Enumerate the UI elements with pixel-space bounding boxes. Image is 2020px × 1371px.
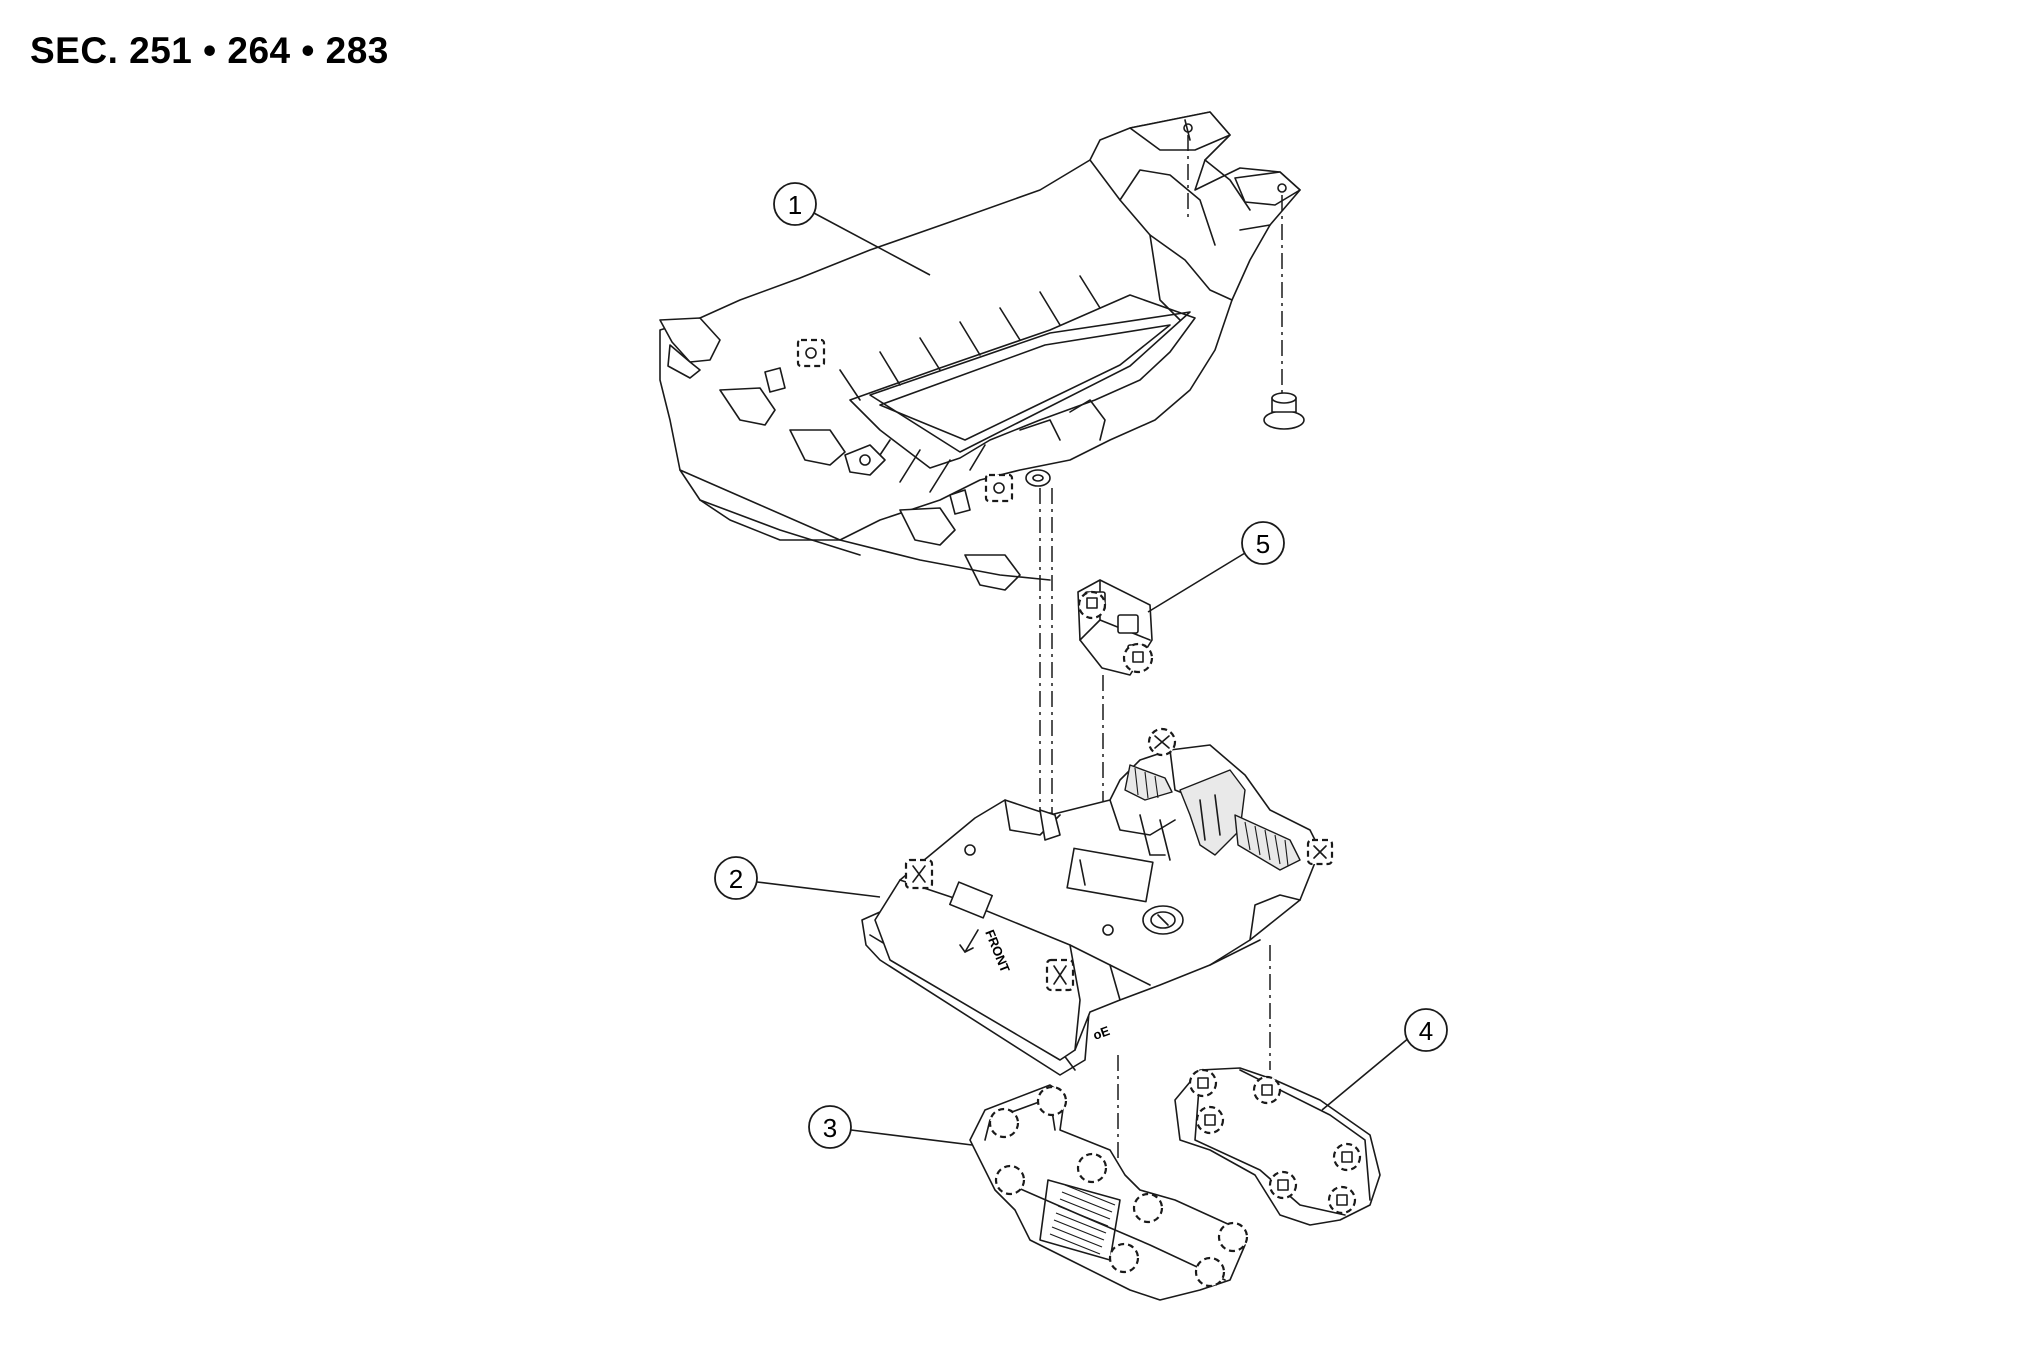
callout-2: 2 — [714, 856, 881, 900]
callout-1-label: 1 — [788, 190, 802, 220]
part-2-map-lamp: FRONT oE — [861, 744, 1321, 1076]
callout-4-label: 4 — [1419, 1016, 1433, 1046]
part-3-lens — [969, 1084, 1249, 1301]
part-1-bracket-frame — [659, 111, 1301, 591]
callout-3: 3 — [808, 1105, 973, 1149]
part-5-switch — [1077, 579, 1154, 676]
callout-1: 1 — [773, 182, 931, 276]
callout-4: 4 — [1321, 1008, 1448, 1111]
part-2-clips — [904, 727, 1334, 992]
part-1-clips — [764, 338, 1014, 515]
callout-5: 5 — [1147, 521, 1285, 613]
callout-5-label: 5 — [1256, 529, 1270, 559]
callout-3-label: 3 — [823, 1113, 837, 1143]
svg-text:oE: oE — [1091, 1023, 1112, 1043]
part-4-lens — [1174, 1067, 1381, 1226]
callout-2-label: 2 — [729, 864, 743, 894]
bolt-icon — [1263, 392, 1305, 430]
section-title: SEC. 251 • 264 • 283 — [30, 30, 389, 71]
